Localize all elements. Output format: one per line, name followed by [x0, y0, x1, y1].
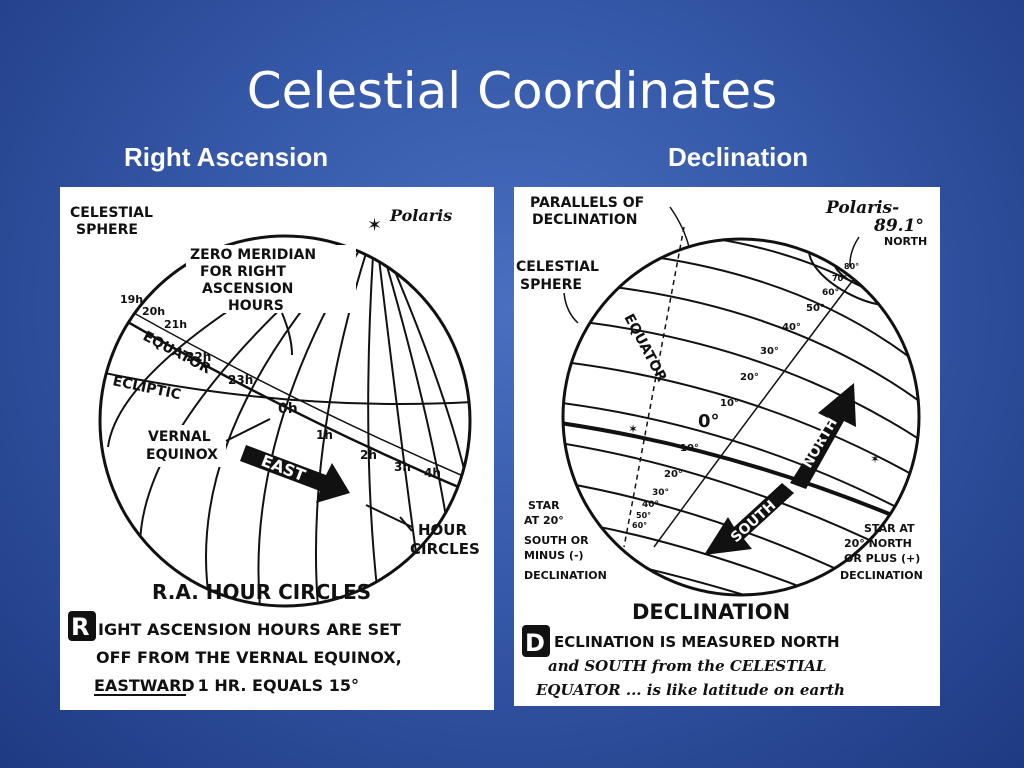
- slide-title: Celestial Coordinates: [246, 62, 778, 120]
- hour-22h: 22h: [186, 350, 211, 364]
- vernal-label-2: EQUINOX: [146, 447, 218, 463]
- star-north-label-3: OR PLUS (+): [844, 552, 920, 565]
- hour-21h: 21h: [164, 318, 187, 331]
- ra-celestial-label-1: CELESTIAL: [70, 205, 153, 221]
- star-north-label-2: 20° NORTH: [844, 537, 912, 550]
- zero-meridian-label-3: ASCENSION: [202, 281, 293, 297]
- dec-celestial-sphere: [561, 237, 921, 597]
- zero-meridian-label-1: ZERO MERIDIAN: [190, 247, 316, 263]
- zero-meridian-label-2: FOR RIGHT: [200, 264, 286, 280]
- dec-north-10: 10°: [720, 398, 739, 409]
- dec-south-50: 50°: [636, 511, 651, 520]
- parallels-label-2: DECLINATION: [532, 212, 637, 228]
- dec-zero-degree: 0°: [698, 411, 720, 432]
- hour-0h: 0h: [278, 401, 298, 417]
- declination-heading: Declination: [668, 142, 809, 172]
- dec-north-70: 70°: [832, 274, 847, 283]
- parallels-label-1: PARALLELS OF: [530, 195, 644, 211]
- dec-north-20: 20°: [740, 372, 759, 383]
- dec-north-50: 50°: [806, 303, 825, 314]
- star-south-label-5: DECLINATION: [524, 569, 607, 582]
- declination-diagram-panel: PARALLELS OF DECLINATION Polaris- 89.1° …: [514, 187, 940, 706]
- dec-caption-initial: D: [525, 629, 545, 657]
- hour-2h: 2h: [360, 448, 377, 462]
- south-arrow-icon: [704, 483, 794, 555]
- declination-diagram: PARALLELS OF DECLINATION Polaris- 89.1° …: [516, 195, 927, 699]
- dec-south-10: 10°: [680, 443, 699, 454]
- dec-celestial-label-2: SPHERE: [520, 277, 582, 293]
- hour-20h: 20h: [142, 305, 165, 318]
- ra-caption-title: R.A. HOUR CIRCLES: [152, 580, 371, 604]
- polaris-star-icon: ✶: [367, 215, 382, 236]
- star-south-label-4: MINUS (-): [524, 549, 584, 562]
- dec-south-60: 60°: [632, 521, 647, 530]
- vernal-label-1: VERNAL: [148, 429, 211, 445]
- dec-north-30: 30°: [760, 346, 779, 357]
- east-arrow-icon: [240, 445, 350, 503]
- parallels-of-declination-lines: [563, 239, 919, 595]
- dec-equator-line: [563, 421, 919, 535]
- star-north-label-4: DECLINATION: [840, 569, 923, 582]
- dec-caption-line-2: and SOUTH from the CELESTIAL: [548, 657, 826, 675]
- dec-caption-title: DECLINATION: [632, 600, 790, 624]
- star-north-icon: ✶: [870, 452, 880, 466]
- south-label: SOUTH: [728, 498, 779, 546]
- dec-polaris-label-2: 89.1°: [873, 216, 924, 236]
- dec-celestial-label-1: CELESTIAL: [516, 259, 599, 275]
- ra-celestial-label-2: SPHERE: [76, 222, 138, 238]
- dec-equator-label: EQUATOR: [620, 311, 669, 384]
- right-ascension-heading: Right Ascension: [124, 142, 329, 172]
- hour-19h: 19h: [120, 293, 143, 306]
- dec-caption-line-3: EQUATOR ... is like latitude on earth: [535, 681, 845, 699]
- star-south-label-2: AT 20°: [524, 514, 564, 527]
- hour-3h: 3h: [394, 460, 411, 474]
- hour-1h: 1h: [316, 428, 333, 442]
- star-north-label-1: STAR AT: [864, 522, 915, 535]
- dec-south-20: 20°: [664, 469, 683, 480]
- hour-23h: 23h: [228, 373, 253, 387]
- ra-ecliptic-line: [100, 371, 470, 405]
- hour-circles-label-2: CIRCLES: [410, 540, 480, 558]
- ra-diagram: ✶ CELESTIAL SPHERE Polaris ZERO MERIDIAN…: [68, 205, 480, 696]
- dec-north-60: 60°: [822, 288, 839, 298]
- ra-caption-line-1: IGHT ASCENSION HOURS ARE SET: [98, 620, 401, 639]
- hour-4h: 4h: [424, 466, 441, 480]
- dec-north-80: 80°: [844, 262, 859, 271]
- zero-meridian-label-4: HOURS: [228, 298, 284, 314]
- ra-celestial-sphere: [98, 234, 472, 608]
- dec-polaris-label-1: Polaris-: [825, 198, 899, 218]
- hour-circles-label-1: HOUR: [418, 521, 467, 539]
- star-south-label-3: SOUTH OR: [524, 534, 589, 547]
- north-arrow-icon: [790, 383, 856, 489]
- star-south-icon: ✶: [628, 422, 638, 436]
- dec-polaris-label-3: NORTH: [884, 235, 927, 248]
- ra-caption-line-3a: EASTWARD: [94, 676, 195, 695]
- dec-north-40: 40°: [782, 322, 801, 333]
- ra-polaris-label: Polaris: [389, 206, 452, 225]
- dec-caption-line-1: ECLINATION IS MEASURED NORTH: [554, 633, 840, 651]
- dec-south-30: 30°: [652, 488, 669, 498]
- ra-equator-line: [101, 305, 470, 494]
- ra-caption-line-2: OFF FROM THE VERNAL EQUINOX,: [96, 648, 402, 667]
- ra-caption-line-3b: . 1 HR. EQUALS 15°: [186, 676, 359, 695]
- dec-south-40: 40°: [642, 500, 659, 510]
- star-south-label-1: STAR: [528, 499, 560, 512]
- ra-caption-initial: R: [71, 613, 89, 641]
- ra-diagram-panel: ✶ CELESTIAL SPHERE Polaris ZERO MERIDIAN…: [60, 187, 494, 710]
